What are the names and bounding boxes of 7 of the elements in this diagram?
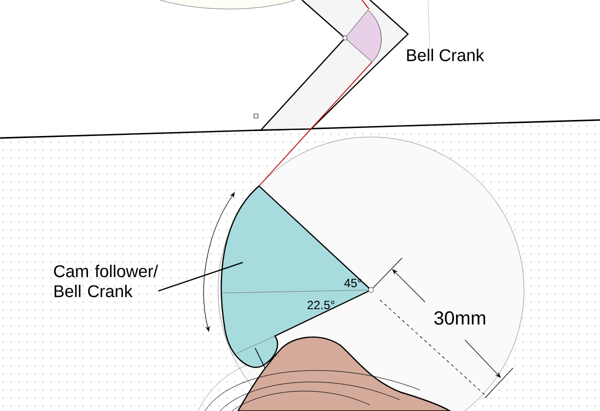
cam-follower-drawing bbox=[220, 185, 374, 368]
label-text: 30mm bbox=[432, 310, 488, 326]
label-text: 45° bbox=[344, 278, 362, 288]
label-text: Bell Crank bbox=[404, 48, 486, 62]
label-text: 22.5° bbox=[308, 300, 334, 310]
leader-line bbox=[158, 262, 243, 292]
label-text: Cam follower/ Bell Crank bbox=[54, 264, 158, 298]
